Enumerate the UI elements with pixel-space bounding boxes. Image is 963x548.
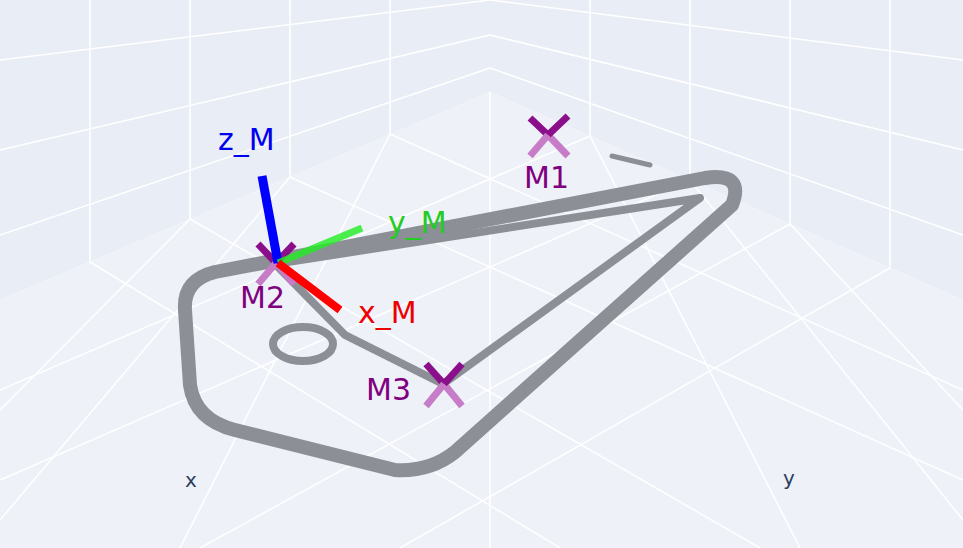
x-axis	[278, 263, 340, 310]
marker-label: M2	[240, 283, 285, 313]
home-button	[273, 327, 333, 361]
axis-label: z_M	[218, 125, 275, 155]
floor	[0, 92, 963, 548]
marker-label: M1	[524, 163, 569, 193]
scene-axis-title: y	[783, 468, 795, 488]
speaker-slot	[612, 156, 650, 165]
axis-label: x_M	[358, 298, 417, 328]
axis-label: y_M	[388, 208, 447, 238]
phone-screen	[275, 198, 700, 384]
scene-axis-title: x	[185, 470, 197, 490]
marker-crosses	[258, 116, 568, 406]
z-axis	[262, 176, 278, 263]
y-axis	[278, 228, 362, 263]
marker-label: M3	[366, 375, 411, 405]
